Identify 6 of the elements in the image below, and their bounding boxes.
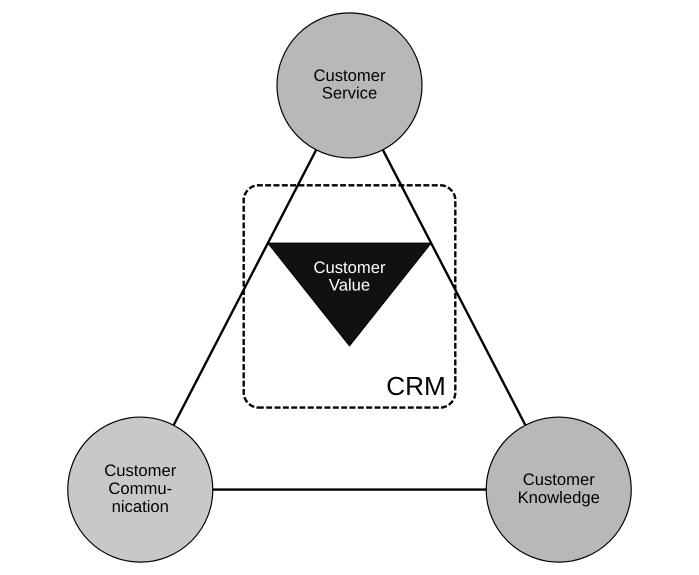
node-circle: Customer Commu- nication xyxy=(67,416,214,563)
connector xyxy=(213,488,486,491)
connector xyxy=(172,149,318,426)
node-circle: Customer Knowledge xyxy=(486,416,632,563)
connector xyxy=(382,149,526,426)
node-circle: Customer Service xyxy=(276,12,423,159)
